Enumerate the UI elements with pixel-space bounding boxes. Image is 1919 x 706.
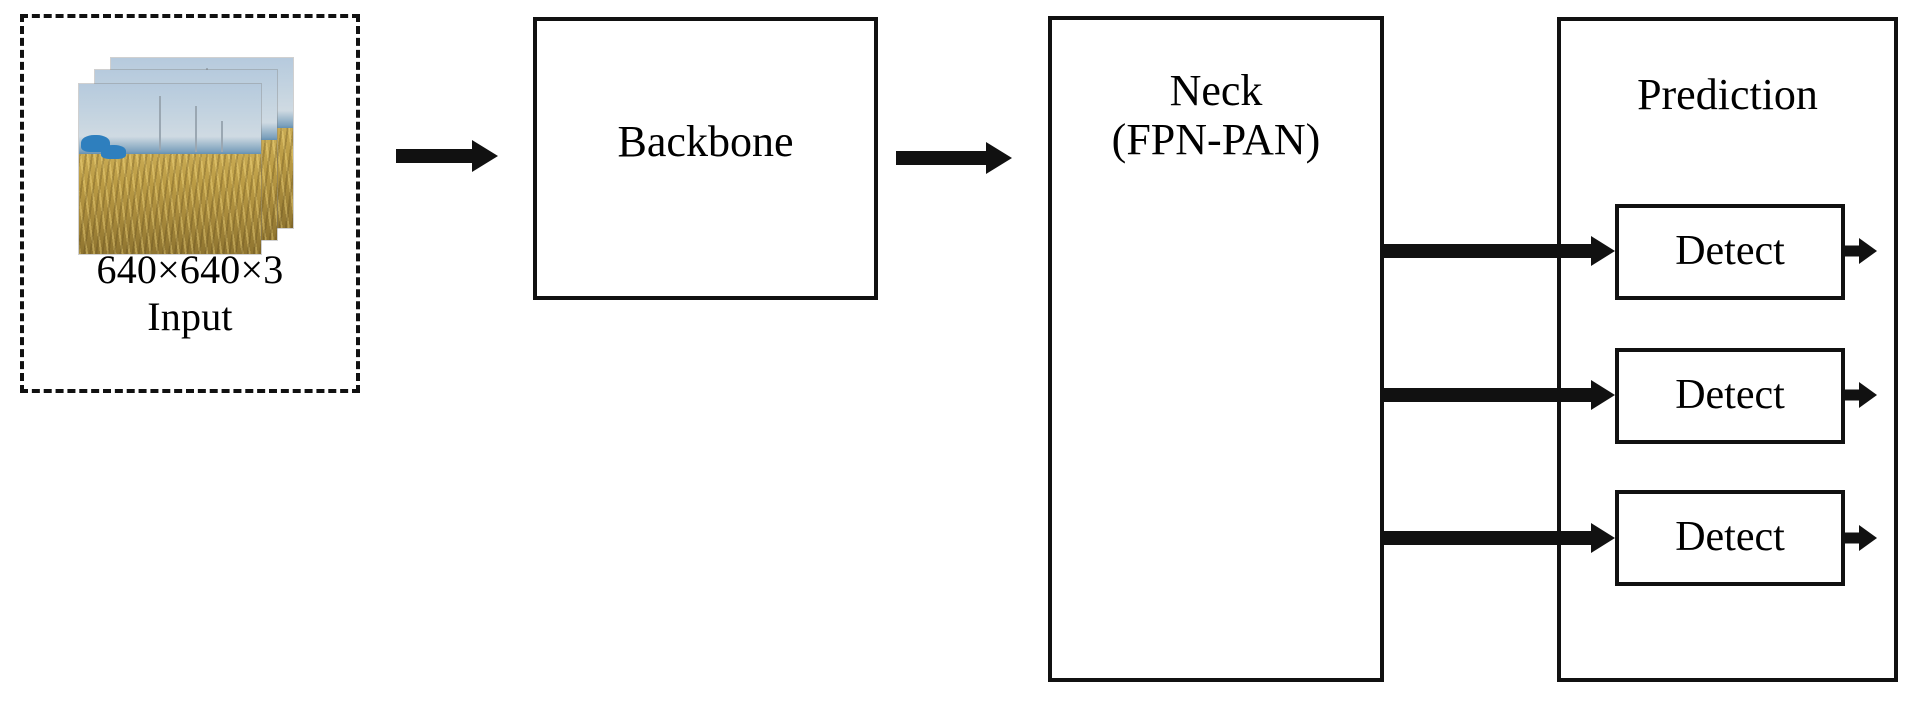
arrow-shaft — [896, 151, 988, 165]
neck-label-line1: Neck — [1169, 66, 1263, 115]
utility-pole-icon — [220, 121, 223, 152]
arrow-head-icon — [986, 142, 1012, 174]
detect-head-2[interactable]: Detect — [1615, 348, 1845, 444]
neck-label: Neck (FPN-PAN) — [1052, 66, 1380, 165]
arrow-head-icon — [472, 140, 498, 172]
arrow-head-icon — [1591, 380, 1615, 410]
detect-head-2-label: Detect — [1675, 372, 1785, 419]
blue-tarp-shape — [100, 145, 127, 159]
detect-head-3-label: Detect — [1675, 514, 1785, 561]
input-name-label: Input — [147, 294, 233, 340]
detect-head-1-label: Detect — [1675, 228, 1785, 275]
arrow-shaft — [1845, 532, 1861, 544]
input-image-stack — [79, 58, 294, 258]
arrow-shaft — [1383, 244, 1593, 258]
utility-pole-icon — [159, 95, 162, 151]
backbone-label: Backbone — [617, 117, 794, 166]
arrow-shaft — [396, 149, 474, 163]
utility-pole-icon — [195, 106, 198, 152]
arrow-head-icon — [1591, 523, 1615, 553]
input-caption: 640×640×3 Input — [20, 246, 360, 340]
input-stage-container — [20, 14, 360, 393]
neck-block[interactable]: Neck (FPN-PAN) — [1048, 16, 1384, 682]
arrow-head-icon — [1591, 236, 1615, 266]
arrow-shaft — [1383, 388, 1593, 402]
arrow-head-icon — [1859, 238, 1877, 264]
arrow-head-icon — [1859, 525, 1877, 551]
prediction-label: Prediction — [1637, 70, 1818, 119]
input-image-front — [79, 84, 261, 254]
arrow-shaft — [1383, 531, 1593, 545]
arrow-shaft — [1845, 245, 1861, 257]
detect-head-3[interactable]: Detect — [1615, 490, 1845, 586]
detect-head-1[interactable]: Detect — [1615, 204, 1845, 300]
neck-label-line2: (FPN-PAN) — [1111, 115, 1321, 165]
wheat-field-region — [79, 153, 261, 254]
backbone-block[interactable]: Backbone — [533, 17, 878, 300]
input-dimension-label: 640×640×3 — [96, 247, 284, 292]
arrow-shaft — [1845, 389, 1861, 401]
arrow-head-icon — [1859, 382, 1877, 408]
